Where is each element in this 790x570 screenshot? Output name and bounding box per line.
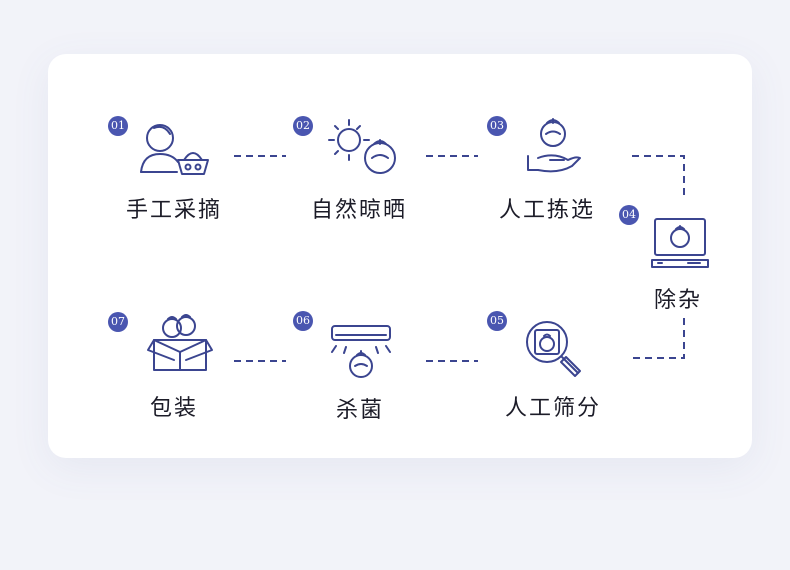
step-03-label: 人工拣选	[498, 198, 595, 223]
connector-line	[234, 360, 286, 362]
step-06-label: 杀菌	[335, 398, 384, 423]
magnifier-tomato-icon	[526, 321, 581, 377]
step-07-badge: 07	[108, 312, 128, 332]
laptop-tomato-icon	[651, 218, 709, 268]
step-04-badge: 04	[619, 205, 639, 225]
connector-line	[426, 155, 478, 157]
step-03-badge: 03	[487, 116, 507, 136]
step-01-label: 手工采摘	[125, 198, 222, 223]
connector-line	[632, 318, 685, 359]
step-01-badge: 01	[108, 116, 128, 136]
box-tomato-icon	[147, 314, 213, 371]
step-02-badge: 02	[293, 116, 313, 136]
process-card	[48, 54, 752, 458]
connector-line	[632, 155, 685, 198]
hand-tomato-icon	[527, 118, 581, 173]
connector-line	[234, 155, 286, 157]
step-04-label: 除杂	[653, 288, 702, 313]
step-05-label: 人工筛分	[504, 396, 601, 421]
step-05-badge: 05	[487, 311, 507, 331]
step-02-label: 自然晾晒	[310, 198, 407, 223]
connector-line	[426, 360, 478, 362]
air-conditioner-tomato-icon	[331, 325, 391, 378]
sun-tomato-icon	[328, 119, 396, 174]
step-07-label: 包装	[149, 396, 198, 421]
step-06-badge: 06	[293, 311, 313, 331]
picker-basket-icon	[140, 124, 209, 175]
